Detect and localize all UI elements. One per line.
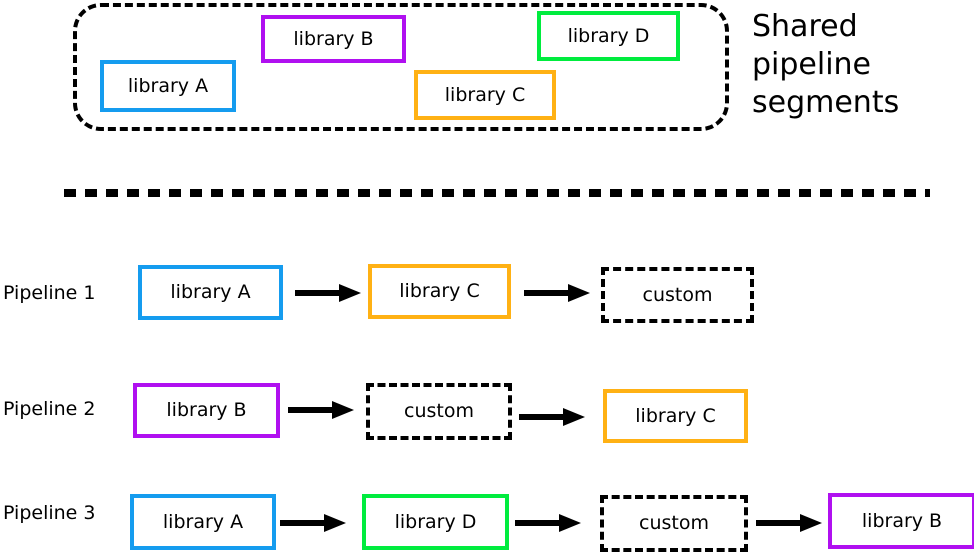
pipeline-1-step-2-library-c[interactable]: library C <box>368 264 511 319</box>
shared-box-library-c-label: library C <box>444 83 526 106</box>
pipeline-2-step-3-label: library C <box>635 404 716 427</box>
pipeline-3-arrow-2 <box>515 511 583 535</box>
pipeline-3-step-4-label: library B <box>861 509 943 532</box>
pipeline-3-arrow-1 <box>280 511 348 535</box>
pipeline-3-step-3-label: custom <box>639 512 709 534</box>
pipeline-2-step-2-custom[interactable]: custom <box>366 383 512 440</box>
pipeline-1-label: Pipeline 1 <box>3 282 96 304</box>
caption-line-1: Shared <box>752 9 858 44</box>
section-divider <box>64 189 930 197</box>
pipeline-2-step-2-label: custom <box>404 400 474 422</box>
pipeline-1-step-3-custom[interactable]: custom <box>601 267 754 323</box>
pipeline-1-step-3-label: custom <box>642 283 713 306</box>
pipeline-1-step-1-label: library A <box>170 281 251 303</box>
pipeline-2-step-1-library-b[interactable]: library B <box>133 383 280 438</box>
caption-line-2: pipeline <box>752 47 872 82</box>
pipeline-3-step-4-library-b[interactable]: library B <box>828 493 974 549</box>
pipeline-3-arrow-3 <box>756 511 824 535</box>
shared-box-library-b[interactable]: library B <box>261 15 406 63</box>
pipeline-2-arrow-2 <box>519 405 587 429</box>
pipeline-2-step-3-library-c[interactable]: library C <box>603 389 748 443</box>
shared-segments-container <box>73 3 729 131</box>
shared-box-library-a-label: library A <box>127 74 209 97</box>
pipeline-2-label: Pipeline 2 <box>3 398 96 420</box>
shared-box-library-c[interactable]: library C <box>414 70 556 120</box>
pipeline-2-step-1-label: library B <box>166 399 247 421</box>
caption-line-3: segments <box>752 85 900 120</box>
pipeline-3-label: Pipeline 3 <box>3 502 96 524</box>
pipeline-1-arrow-2 <box>524 281 592 305</box>
pipeline-3-step-1-label: library A <box>162 510 244 533</box>
pipeline-3-step-2-label: library D <box>394 510 477 533</box>
shared-box-library-a[interactable]: library A <box>100 60 236 112</box>
pipeline-1-step-1-library-a[interactable]: library A <box>138 265 283 320</box>
shared-box-library-b-label: library B <box>293 27 374 50</box>
pipeline-3-step-3-custom[interactable]: custom <box>600 495 748 552</box>
pipeline-1-arrow-1 <box>295 281 363 305</box>
pipeline-3-step-2-library-d[interactable]: library D <box>362 494 509 550</box>
shared-segments-caption: Shared pipeline segments <box>752 8 967 122</box>
pipeline-2-arrow-1 <box>288 398 356 422</box>
pipeline-1-step-2-label: library C <box>399 280 480 302</box>
shared-box-library-d-label: library D <box>567 24 650 47</box>
pipeline-3-step-1-library-a[interactable]: library A <box>130 494 276 550</box>
shared-box-library-d[interactable]: library D <box>537 11 680 61</box>
